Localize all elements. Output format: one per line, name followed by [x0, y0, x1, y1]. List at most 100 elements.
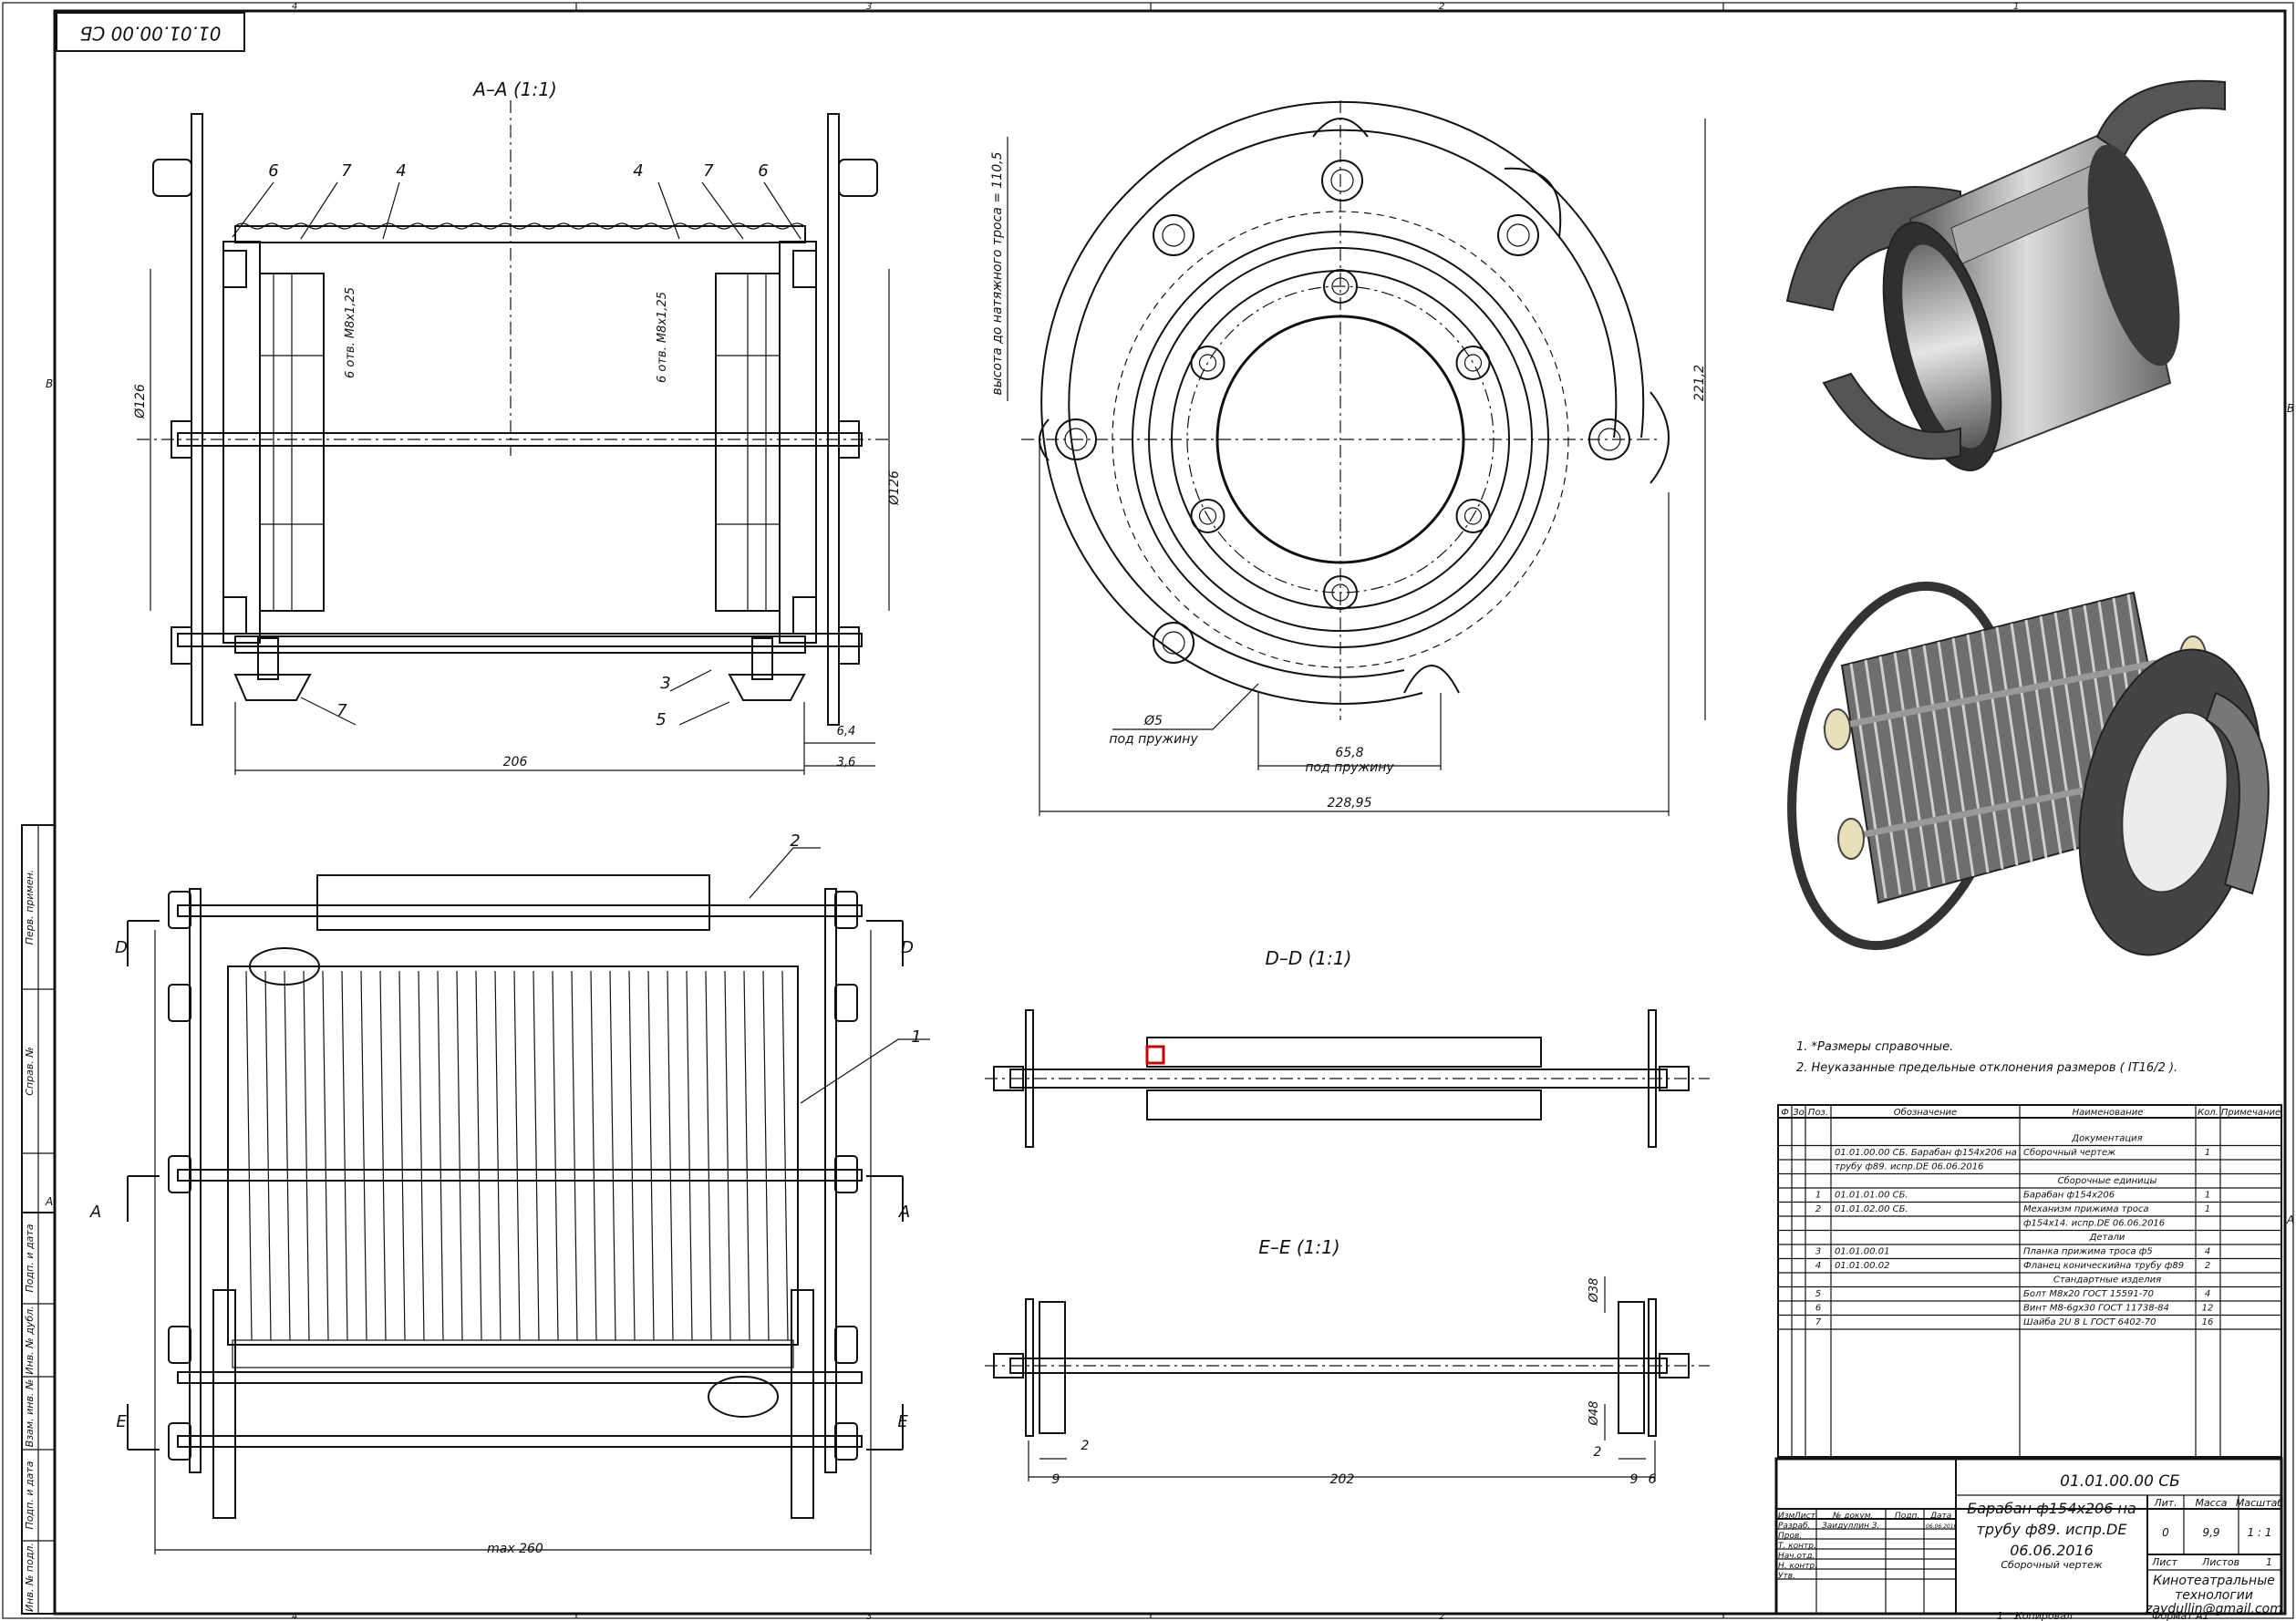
dimension-label: 206	[503, 755, 528, 769]
drum-groove	[552, 970, 559, 1341]
zone-number: 2	[1439, 1612, 1444, 1621]
dimension-label: Ø38	[1588, 1278, 1601, 1304]
zone-number: 3	[866, 2, 872, 12]
bolt-hole	[1331, 583, 1350, 602]
drum-groove	[456, 970, 463, 1341]
tb-label: Лист	[2151, 1556, 2177, 1568]
callout: 6	[268, 161, 278, 181]
rotated-doc-code: 01.01.00.00 СБ	[80, 23, 222, 45]
title-block	[1774, 1457, 2283, 1616]
drum-groove	[264, 970, 272, 1341]
spec-section: Детали	[2089, 1233, 2125, 1243]
drum-groove	[762, 970, 770, 1341]
section-aa-view	[137, 100, 890, 775]
dimension-label: 221,2	[1692, 365, 1707, 401]
bolt-hole	[1455, 346, 1491, 380]
dimension-label: 9	[1052, 1472, 1060, 1487]
dimension-label: 6	[1649, 1472, 1657, 1487]
nut	[834, 1422, 858, 1461]
tb-row: Утв.	[1778, 1572, 1795, 1581]
bolt-head	[1153, 214, 1195, 256]
spec-header: Обозначение	[1894, 1107, 1957, 1118]
spec-section: Документация	[2071, 1134, 2142, 1144]
dimension-label: 6 отв. M8х1,25	[344, 287, 357, 378]
callout: 7	[703, 161, 714, 181]
drum-groove	[781, 970, 789, 1341]
drum-groove	[245, 970, 253, 1341]
dimension-label: 9	[1630, 1472, 1639, 1487]
drawing-title: Барабан ф154х206 на	[1967, 1500, 2136, 1517]
section-dd-view	[985, 1009, 1710, 1148]
zone-number: 1	[2013, 2, 2019, 12]
bolt-head	[1162, 631, 1185, 655]
callout: 4	[633, 161, 643, 181]
tb-header: Изм	[1778, 1512, 1795, 1521]
drum-groove	[475, 970, 482, 1341]
nut	[834, 984, 858, 1022]
nut	[168, 984, 191, 1022]
spec-cell: 5	[1815, 1289, 1821, 1299]
bolt-head	[1588, 418, 1630, 460]
bolt-hole	[1455, 499, 1491, 533]
flange-top-view	[1007, 100, 1706, 816]
bolt-hole	[1190, 346, 1226, 380]
dimension-label: 65,8	[1335, 746, 1363, 760]
section-mark: D	[901, 938, 914, 957]
lit-value: 0	[2162, 1526, 2169, 1539]
drum-groove	[743, 970, 750, 1341]
zone-letter: A	[45, 1195, 53, 1208]
spec-cell: 16	[2202, 1317, 2214, 1327]
dimension-label: 6 отв. M8х1,25	[656, 292, 669, 383]
sheets-value: 1	[2266, 1556, 2272, 1568]
spec-cell: 1	[2205, 1148, 2210, 1158]
bolt-head	[1153, 622, 1195, 664]
drum-groove	[571, 970, 578, 1341]
stamp-label: Инв. № дубл.	[24, 1306, 36, 1374]
bolt-hole	[1198, 507, 1217, 525]
nut	[168, 1326, 191, 1364]
dimension-label: 202	[1330, 1472, 1355, 1487]
copied-label: Копировал	[2015, 1610, 2073, 1621]
bolt-hole	[1323, 575, 1358, 610]
zone-letter: B	[46, 377, 53, 390]
callout: 7	[336, 701, 347, 720]
mass-value: 9,9	[2202, 1526, 2219, 1539]
drum-groove	[1893, 652, 1931, 888]
org-name: технологии	[2175, 1588, 2253, 1603]
drum-groove	[590, 970, 597, 1341]
spec-section: Стандартные изделия	[2053, 1275, 2161, 1285]
callout: 2	[790, 831, 800, 851]
bolt-head	[1055, 418, 1097, 460]
drawing-title: трубу ф89. испр.DE	[1977, 1521, 2128, 1538]
spec-cell: 3	[1815, 1247, 1821, 1257]
drum-groove	[1995, 626, 2033, 862]
dimension-label: max 260	[487, 1542, 543, 1556]
spec-cell: 4	[1815, 1261, 1821, 1271]
bolt-hole	[1323, 269, 1358, 304]
org-email: zaydullin@gmail.com	[2145, 1602, 2282, 1616]
org-name: Кинотеатральные	[2153, 1574, 2275, 1588]
drum-groove	[724, 970, 731, 1341]
tb-row: Пров.	[1778, 1532, 1802, 1541]
drum-groove	[1937, 641, 1975, 877]
drum-groove	[647, 970, 655, 1341]
bolt-head	[1497, 214, 1539, 256]
view-title: А–А (1:1)	[471, 78, 557, 100]
dimension-label: Ø5	[1143, 714, 1163, 728]
spec-cell: Винт M8-6gх30 ГОСТ 11738-84	[2023, 1304, 2169, 1314]
drum-groove	[533, 970, 540, 1341]
callout: 4	[396, 161, 406, 181]
zone-letter: A	[2286, 1213, 2294, 1226]
callout: 7	[341, 161, 352, 181]
drum-groove	[341, 970, 348, 1341]
spec-cell: Сборочный чертеж	[2023, 1147, 2115, 1158]
bolt-head	[1162, 223, 1185, 247]
zone-number: 3	[866, 1612, 872, 1621]
bolt-head	[1598, 428, 1621, 451]
drawing-title: 06.06.2016	[2010, 1542, 2094, 1559]
doc-code: 01.01.00.00 СБ	[2060, 1472, 2180, 1491]
spec-cell: Болт M8х20 ГОСТ 15591-70	[2023, 1289, 2154, 1299]
zone-number: 4	[292, 1612, 297, 1621]
spec-header: Примечание	[2221, 1108, 2280, 1118]
spec-cell: 1	[1815, 1191, 1821, 1201]
